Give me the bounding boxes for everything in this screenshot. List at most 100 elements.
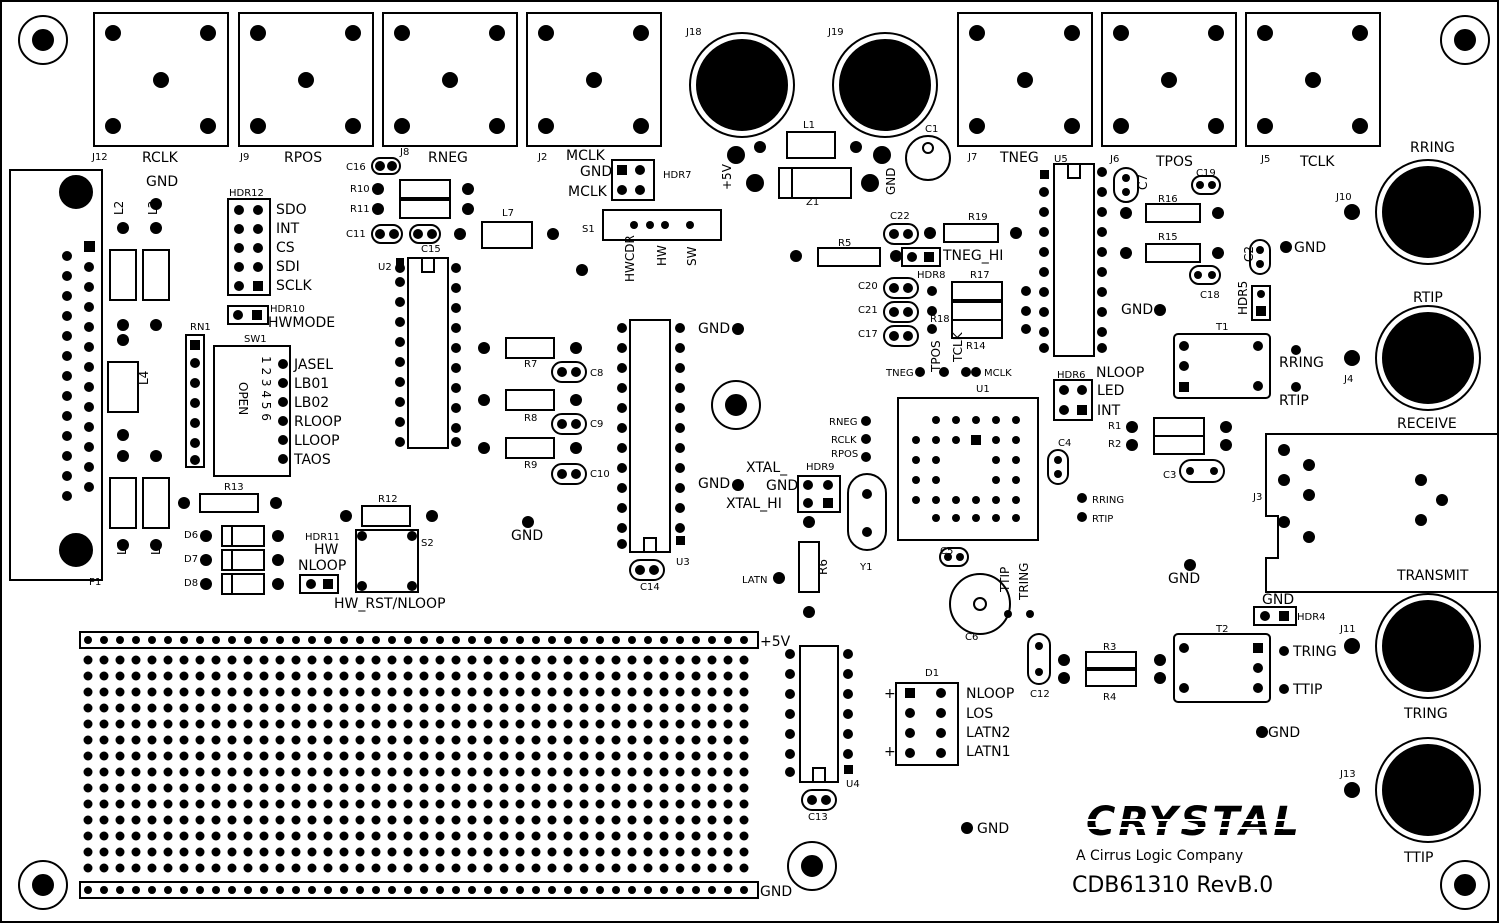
proto-hole	[147, 783, 157, 793]
plus-marker: +	[884, 744, 896, 760]
proto-hole	[467, 687, 477, 697]
label-gnd_hdr4: GND	[1262, 592, 1294, 608]
label-rclk_t: RCLK	[831, 435, 857, 446]
proto-hole	[468, 636, 476, 644]
proto-hole	[323, 767, 333, 777]
label-cs_n: CS	[276, 240, 295, 256]
proto-hole	[548, 886, 556, 894]
proto-hole	[739, 815, 749, 825]
proto-hole	[195, 767, 205, 777]
proto-hole	[403, 735, 413, 745]
label-r12: R12	[378, 494, 398, 505]
proto-hole	[547, 687, 557, 697]
proto-hole	[499, 751, 509, 761]
proto-hole	[147, 831, 157, 841]
proto-hole	[211, 703, 221, 713]
proto-hole	[596, 886, 604, 894]
proto-hole	[339, 815, 349, 825]
proto-hole	[131, 655, 141, 665]
proto-hole	[356, 636, 364, 644]
proto-hole	[147, 863, 157, 873]
proto-hole	[308, 886, 316, 894]
proto-hole	[659, 815, 669, 825]
proto-hole	[595, 815, 605, 825]
proto-hole	[515, 735, 525, 745]
proto-hole	[403, 687, 413, 697]
label-gnd_bot: GND	[977, 821, 1009, 837]
proto-hole	[275, 671, 285, 681]
proto-hole	[467, 719, 477, 729]
proto-hole	[227, 815, 237, 825]
proto-hole	[227, 783, 237, 793]
proto-hole	[723, 815, 733, 825]
proto-hole	[259, 655, 269, 665]
proto-hole	[707, 815, 717, 825]
proto-hole	[547, 703, 557, 713]
label-taos: TAOS	[293, 452, 331, 468]
proto-hole	[500, 886, 508, 894]
proto-hole	[339, 719, 349, 729]
proto-hole	[611, 831, 621, 841]
proto-hole	[659, 831, 669, 841]
proto-hole	[627, 687, 637, 697]
proto-hole	[243, 847, 253, 857]
proto-hole	[403, 847, 413, 857]
proto-hole	[675, 735, 685, 745]
label-hdr9: HDR9	[806, 462, 835, 473]
label-gnd_hdr7: GND	[580, 164, 612, 180]
proto-hole	[404, 886, 412, 894]
label-tneg_t: TNEG	[885, 368, 914, 379]
proto-hole	[131, 783, 141, 793]
proto-hole	[307, 815, 317, 825]
proto-hole	[675, 847, 685, 857]
label-receive: RECEIVE	[1397, 416, 1457, 432]
proto-hole	[100, 886, 108, 894]
proto-hole	[259, 815, 269, 825]
proto-hole	[643, 815, 653, 825]
proto-hole	[483, 863, 493, 873]
proto-hole	[420, 886, 428, 894]
proto-hole	[323, 847, 333, 857]
proto-hole	[643, 767, 653, 777]
proto-hole	[675, 751, 685, 761]
label-u4: U4	[846, 779, 860, 790]
proto-hole	[596, 636, 604, 644]
proto-hole	[483, 655, 493, 665]
proto-hole	[483, 767, 493, 777]
proto-hole	[355, 687, 365, 697]
proto-hole	[595, 831, 605, 841]
label-nloop_l: NLOOP	[298, 558, 346, 574]
proto-hole	[371, 655, 381, 665]
label-gnd_mid: GND	[511, 528, 543, 544]
label-r5: R5	[838, 238, 851, 249]
proto-hole	[403, 719, 413, 729]
proto-hole	[243, 719, 253, 729]
proto-hole	[563, 735, 573, 745]
label-rpos_t: RPOS	[831, 449, 858, 460]
proto-hole	[675, 767, 685, 777]
proto-hole	[132, 636, 140, 644]
proto-hole	[243, 735, 253, 745]
proto-hole	[83, 751, 93, 761]
proto-hole	[467, 815, 477, 825]
proto-hole	[643, 671, 653, 681]
proto-hole	[355, 831, 365, 841]
proto-hole	[644, 636, 652, 644]
proto-hole	[131, 735, 141, 745]
proto-hole	[116, 886, 124, 894]
proto-hole	[371, 671, 381, 681]
proto-hole	[355, 767, 365, 777]
proto-hole	[163, 655, 173, 665]
proto-hole	[291, 719, 301, 729]
proto-hole	[179, 671, 189, 681]
proto-hole	[211, 719, 221, 729]
proto-hole	[291, 783, 301, 793]
proto-hole	[739, 863, 749, 873]
proto-hole	[579, 799, 589, 809]
proto-hole	[563, 671, 573, 681]
proto-hole	[292, 886, 300, 894]
proto-hole	[307, 719, 317, 729]
proto-hole	[579, 751, 589, 761]
proto-hole	[740, 886, 748, 894]
